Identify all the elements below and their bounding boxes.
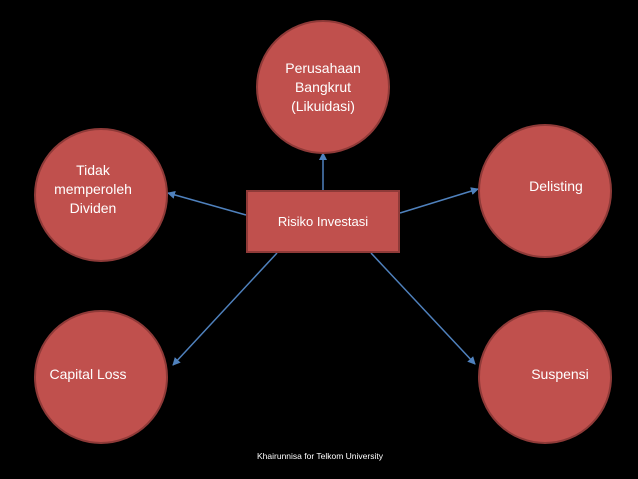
node-capital-loss: Capital Loss — [34, 310, 168, 444]
center-node-risiko-investasi: Risiko Investasi — [246, 190, 400, 253]
node-tidak-memperoleh-dividen-label: Tidak memperoleh Dividen — [54, 161, 132, 216]
center-node-label: Risiko Investasi — [277, 214, 369, 229]
node-suspensi-label: Suspensi — [531, 365, 589, 382]
arrow-to-delisting — [399, 187, 479, 214]
node-perusahaan-bangkrut-label: Perusahaan Bangkrut (Likuidasi) — [285, 59, 361, 114]
node-tidak-memperoleh-dividen: Tidak memperoleh Dividen — [34, 128, 168, 262]
arrow-to-tidak-memperoleh-dividen — [167, 191, 247, 216]
node-perusahaan-bangkrut: Perusahaan Bangkrut (Likuidasi) — [256, 20, 390, 154]
footer-credit: Khairunnisa for Telkom University — [257, 451, 383, 461]
node-delisting: Delisting — [478, 124, 612, 258]
node-suspensi: Suspensi — [478, 310, 612, 444]
node-capital-loss-label: Capital Loss — [49, 365, 127, 382]
arrow-to-capital-loss — [172, 252, 278, 366]
arrow-to-suspensi — [370, 252, 476, 365]
node-delisting-label: Delisting — [529, 177, 583, 194]
